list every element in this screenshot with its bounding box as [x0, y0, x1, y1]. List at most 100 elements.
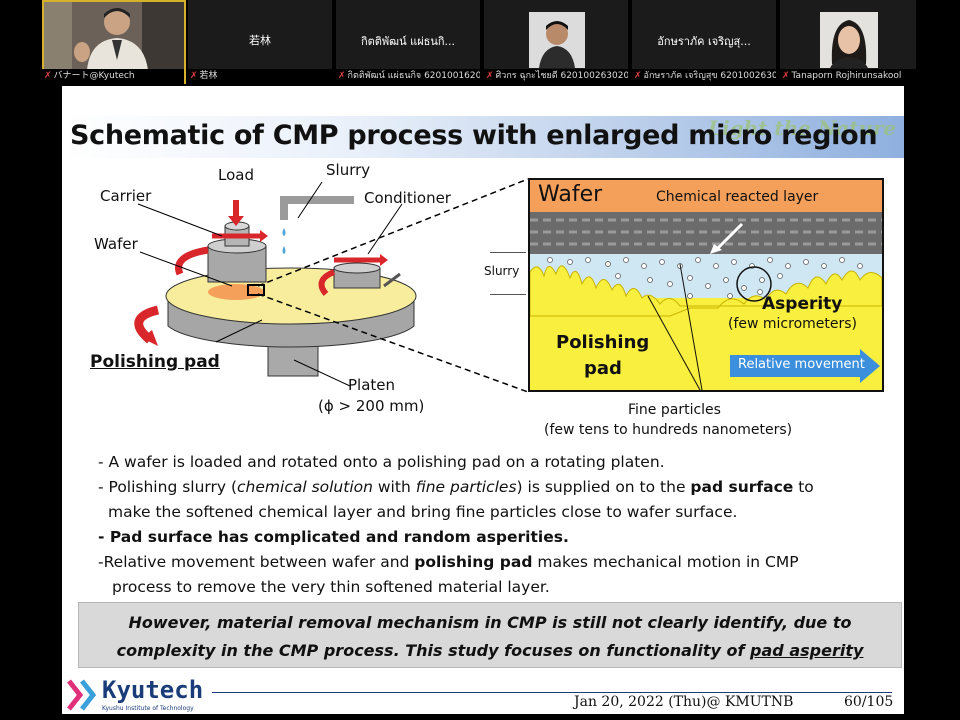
- participant-tile-1[interactable]: ✗バナート@Kyutech: [42, 0, 186, 84]
- asperity-highlight-circle: [736, 266, 772, 302]
- mic-muted-icon: ✗: [338, 71, 346, 81]
- slurry-drops: [282, 228, 286, 254]
- relative-movement-label: Relative movement: [738, 357, 865, 372]
- kyutech-logo-text: Kyutech: [102, 676, 204, 704]
- participant-video-1: [42, 0, 184, 70]
- micro-region-marker: [247, 284, 265, 296]
- conclusion-box: However, material removal mechanism in C…: [78, 602, 902, 668]
- slurry-label: Slurry: [326, 161, 371, 179]
- bullet-4-line-2: process to remove the very thin softened…: [112, 578, 550, 596]
- participant-caption-3: ✗กิตติพัฒน์ แผ่ธนกิจ 6201001620...: [336, 69, 480, 84]
- bullet-2-post: ) is supplied on to the: [516, 478, 691, 496]
- participant-avatar-6: [820, 12, 878, 68]
- particle-pointer-2: [679, 263, 703, 390]
- participant-tile-2[interactable]: 若林 ✗若林: [188, 0, 334, 84]
- participant-name-5: อักษราภัค เจริญสุ...: [657, 35, 751, 48]
- participant-caption-6: ✗Tanaporn Rojhirunsakool: [780, 69, 916, 84]
- conditioner-rotation-arrow: [318, 269, 336, 296]
- load-label: Load: [218, 166, 254, 184]
- title-band: [62, 116, 904, 158]
- platen-label: Platen: [348, 376, 396, 394]
- chemical-layer-texture: [530, 218, 882, 246]
- footer-date: Jan 20, 2022 (Thu)@ KMUTNB: [574, 694, 794, 710]
- footer-rule: [212, 692, 892, 693]
- participant-tile-4[interactable]: ✗ศิวกร ฉุกะไชยดี 6201002630204: [484, 0, 630, 84]
- slurry-bracket-bottom: [490, 294, 526, 295]
- chemical-layer-arrow: [714, 222, 744, 252]
- carrier-pointer: [137, 203, 223, 237]
- mic-muted-icon: ✗: [44, 71, 52, 81]
- page-number: 60/105: [844, 694, 894, 710]
- asperity-label: Asperity: [762, 294, 843, 314]
- conclusion-line-2: complexity in the CMP process. This stud…: [79, 637, 901, 665]
- micro-slurry-label: Slurry: [484, 264, 520, 278]
- shared-slide: Light the Nature Schematic of CMP proces…: [62, 86, 904, 714]
- chemical-layer-arrow-head: [710, 244, 722, 254]
- bullet-4-bold: polishing pad: [414, 553, 533, 571]
- conclusion-underlined: pad asperity: [750, 641, 864, 660]
- relative-movement-arrow-shape: [730, 349, 880, 383]
- participant-tile-3[interactable]: กิตติพัฒน์ แผ่ธนกิ... ✗กิตติพัฒน์ แผ่ธนก…: [336, 0, 482, 84]
- bullet-1: - A wafer is loaded and rotated onto a p…: [98, 453, 665, 471]
- bullet-4-post: makes mechanical motion in CMP: [532, 553, 799, 571]
- polishing-pad-label: Polishing pad: [90, 352, 220, 372]
- participant-name-3: กิตติพัฒน์ แผ่ธนกิ...: [360, 35, 456, 48]
- conclusion-line-2-text: complexity in the CMP process. This stud…: [116, 641, 751, 660]
- watermark-text: Light the Nature: [708, 116, 897, 140]
- bullet-2-line-2: make the softened chemical layer and bri…: [108, 503, 738, 521]
- participant-caption-5: ✗อักษราภัค เจริญสุข 6201002630...: [632, 69, 776, 84]
- bullet-list: - A wafer is loaded and rotated onto a p…: [98, 450, 888, 600]
- relative-movement-arrow: Relative movement: [730, 349, 880, 383]
- wafer-pointer: [139, 251, 233, 287]
- participant-tile-6[interactable]: ✗Tanaporn Rojhirunsakool: [780, 0, 918, 84]
- slide-title: Schematic of CMP process with enlarged m…: [70, 120, 878, 151]
- conditioner-arrow-head: [380, 254, 388, 266]
- slurry-nozzle: [280, 196, 354, 220]
- wafer-label: Wafer: [94, 235, 138, 253]
- wafer-on-pad: [208, 284, 264, 300]
- bullet-3: - Pad surface has complicated and random…: [98, 528, 569, 546]
- fine-particles: [547, 257, 863, 299]
- load-arrow-head: [228, 216, 244, 226]
- participant-name-2: 若林: [249, 34, 271, 47]
- bullet-2: - Polishing slurry (chemical solution wi…: [98, 475, 888, 500]
- participant-caption-1: ✗バナート@Kyutech: [42, 69, 184, 84]
- kyutech-logo-subtext: Kyushu Institute of Technology: [102, 705, 194, 712]
- slurry-bracket-top: [490, 252, 526, 253]
- bullet-2-bold: pad surface: [690, 478, 794, 496]
- micro-region-panel: Wafer Chemical reacted layer Asperity (f…: [528, 178, 884, 392]
- mic-muted-icon: ✗: [486, 71, 494, 81]
- bullet-2-italic-1: chemical solution: [237, 478, 373, 496]
- carrier-label: Carrier: [100, 187, 152, 205]
- platen-pointer: [293, 359, 351, 387]
- bullet-2-mid: with: [372, 478, 416, 496]
- bullet-2-text: - Polishing slurry (: [98, 478, 238, 496]
- participant-strip: ✗バナート@Kyutech 若林 ✗若林 กิตติพัฒน์ แผ่ธนกิ.…: [0, 0, 960, 84]
- bullet-2-italic-2: fine particles: [415, 478, 517, 496]
- conditioner-label: Conditioner: [364, 189, 451, 207]
- zoom-line-top: [257, 178, 529, 287]
- bullet-4-text: -Relative movement between wafer and: [98, 553, 415, 571]
- wafer-rotation-arrow: [175, 246, 209, 276]
- conclusion-line-1: However, material removal mechanism in C…: [128, 613, 852, 632]
- fine-particles-size-label: (few tens to hundreds nanometers): [544, 422, 793, 438]
- bullet-4: -Relative movement between wafer and pol…: [98, 550, 888, 575]
- mic-muted-icon: ✗: [782, 71, 790, 81]
- kyutech-logo-icon: [67, 679, 97, 711]
- conditioner-pointer: [367, 203, 403, 255]
- micro-pad-label-1: Polishing: [556, 332, 650, 353]
- participant-caption-4: ✗ศิวกร ฉุกะไชยดี 6201002630204: [484, 69, 628, 84]
- pad-asperities: [530, 265, 882, 317]
- conditioner-arm: [383, 272, 401, 288]
- zoom-line-bottom: [257, 293, 529, 393]
- wafer-layer: [530, 180, 882, 216]
- micro-region-drawing: [530, 180, 882, 390]
- bullet-2-end: to: [793, 478, 814, 496]
- platen-size-label: (ϕ > 200 mm): [318, 397, 425, 415]
- cmp-schematic: [134, 178, 529, 393]
- asperity-size-label: (few micrometers): [728, 316, 858, 332]
- participant-avatar-4: [529, 12, 585, 68]
- fine-particles-label: Fine particles: [628, 402, 721, 418]
- participant-tile-5[interactable]: อักษราภัค เจริญสุ... ✗อักษราภัค เจริญสุข…: [632, 0, 778, 84]
- pad-pointer: [215, 319, 263, 343]
